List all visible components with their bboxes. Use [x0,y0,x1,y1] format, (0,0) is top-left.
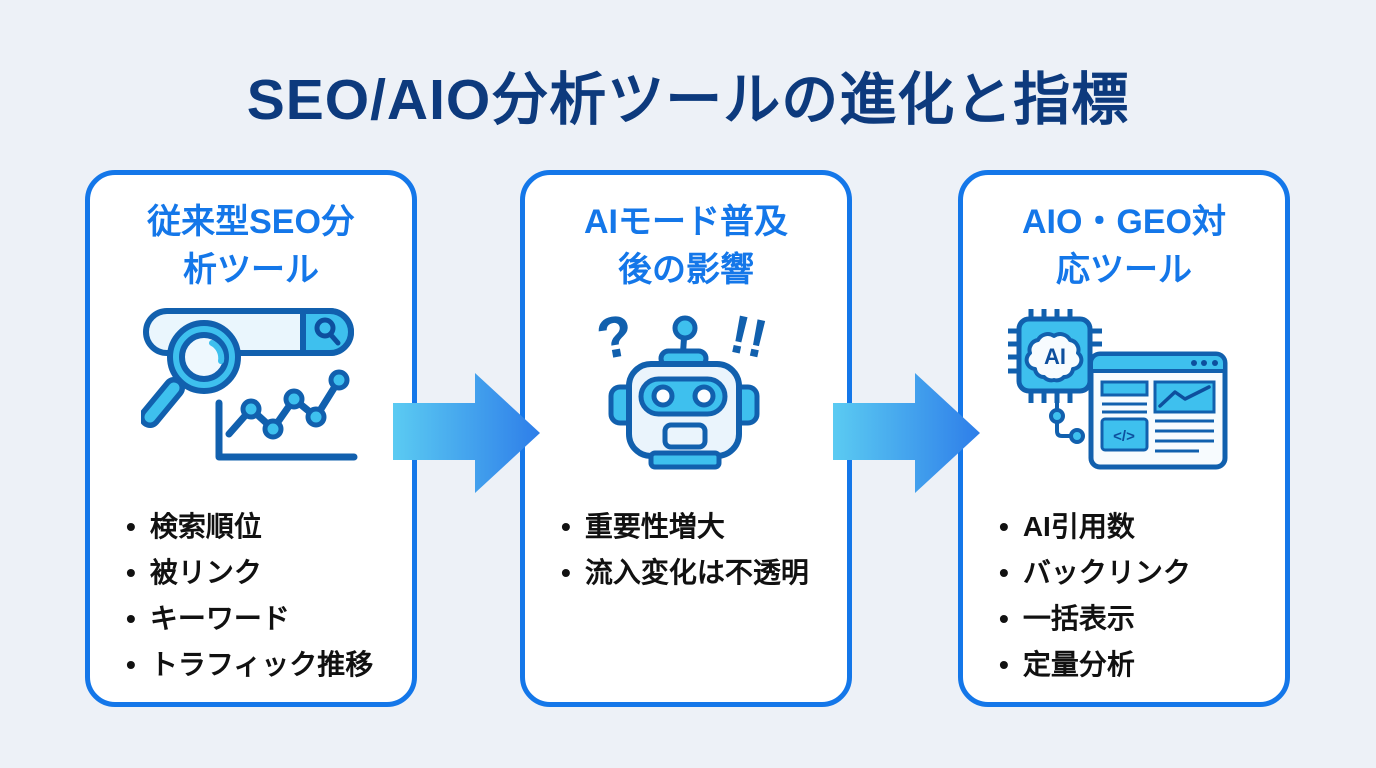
question-mark-glyph: ? [592,307,638,373]
search-analytics-graphic [141,308,358,461]
card-traditional-seo: 従来型SEO分析ツール [85,170,417,707]
confused-robot-icon: ? !! [591,306,781,478]
bullet-item: • 定量分析 [999,642,1277,688]
bullet-text: キーワード [149,603,290,635]
robot-head [608,315,760,470]
code-tag-glyph: </> [1113,428,1135,445]
bullet-text: 重要性増大 [584,511,725,543]
card-heading: AIモード普及後の影響 [584,199,788,294]
card-heading: 従来型SEO分析ツール [147,199,355,294]
search-analytics-icon [141,306,361,478]
bullet-dot: • [561,557,571,589]
bullet-item: • キーワード [126,596,404,642]
bullet-item: • 検索順位 [126,504,404,550]
card-aio-geo-tools: AIO・GEO対応ツール AI [958,170,1290,707]
bullet-dot: • [999,603,1009,635]
bullet-item: • 一括表示 [999,596,1277,642]
bullet-dot: • [999,649,1009,681]
bullet-text: 流入変化は不透明 [584,557,809,589]
bullet-text: バックリンク [1022,557,1191,589]
circuit-trace [1048,403,1085,445]
card-heading-line: 後の影響 [618,250,754,289]
line-chart [215,369,358,461]
card-heading-line: 応ツール [1056,250,1192,289]
card-heading-line: 従来型SEO分 [147,203,355,241]
bullet-item: • バックリンク [999,550,1277,596]
bullet-text: 一括表示 [1022,603,1135,635]
bullet-text: 定量分析 [1022,649,1135,681]
card-heading: AIO・GEO対応ツール [1022,199,1226,294]
bullet-dot: • [999,557,1009,589]
exclamation-glyph: !! [725,307,773,370]
bullet-dot: • [126,649,136,681]
bullet-item: • AI引用数 [999,504,1277,550]
search-icon [314,317,341,346]
bullet-text: トラフィック推移 [149,649,374,681]
bullet-list: • 重要性増大 • 流入変化は不透明 [525,504,847,596]
ai-chip-label: AI [1044,344,1066,369]
bullet-item: • 重要性増大 [561,504,839,550]
bullet-dot: • [561,511,571,543]
card-heading-line: AIモード普及 [584,203,788,241]
bullet-list: • 検索順位 • 被リンク • キーワード • トラフィック推移 [90,504,412,688]
ai-chip: AI [1016,316,1092,394]
card-heading-line: 析ツール [183,250,319,289]
arrow-right-icon [393,373,540,493]
bullet-item: • 被リンク [126,550,404,596]
ai-chip-browser-graphic: AI [1007,309,1227,470]
card-ai-mode-impact: AIモード普及後の影響 ? !! [520,170,852,707]
bullet-dot: • [126,603,136,635]
bullet-item: • 流入変化は不透明 [561,550,839,596]
browser-dots [1190,360,1218,367]
bullet-text: AI引用数 [1022,511,1135,543]
bullet-text: 検索順位 [149,511,262,543]
bullet-dot: • [999,511,1009,543]
card-heading-line: AIO・GEO対 [1021,203,1227,241]
magnifier-icon [141,320,241,429]
page-title: SEO/AIO分析ツールの進化と指標 [246,68,1130,132]
arrow-right-icon [833,373,980,493]
confused-robot-graphic: ? !! [592,307,773,470]
browser-window: </> [1088,351,1227,470]
ai-chip-browser-icon: AI [1007,306,1242,478]
bullet-dot: • [126,511,136,543]
bullet-list: • AI引用数 • バックリンク • 一括表示 • 定量分析 [963,504,1285,688]
bullet-dot: • [126,557,136,589]
bullet-item: • トラフィック推移 [126,642,404,688]
bullet-text: 被リンク [149,557,262,589]
